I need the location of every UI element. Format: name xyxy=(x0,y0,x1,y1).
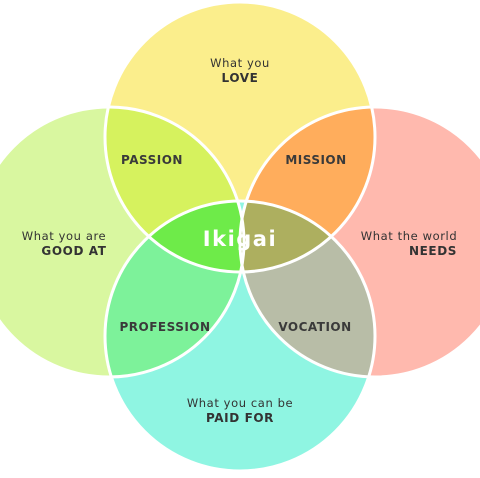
mission-label: MISSION xyxy=(285,153,346,167)
world-needs-label-line1: What the world xyxy=(361,229,457,243)
paid-for-label-line1: What you can be xyxy=(187,396,293,410)
profession-label: PROFESSION xyxy=(119,320,210,334)
good-at-label-line1: What you are xyxy=(22,229,106,243)
overlap-vocation xyxy=(240,201,375,377)
passion-label: PASSION xyxy=(121,153,183,167)
love-label-line1: What you xyxy=(210,56,270,70)
vocation-label: VOCATION xyxy=(278,320,351,334)
world-needs-label-line2: NEEDS xyxy=(409,244,457,258)
love-label-line2: LOVE xyxy=(222,71,259,85)
ikigai-center-label: Ikigai xyxy=(203,227,277,251)
overlap-mission xyxy=(240,107,375,272)
paid-for-label-line2: PAID FOR xyxy=(206,411,274,425)
good-at-label-line2: GOOD AT xyxy=(41,244,106,258)
